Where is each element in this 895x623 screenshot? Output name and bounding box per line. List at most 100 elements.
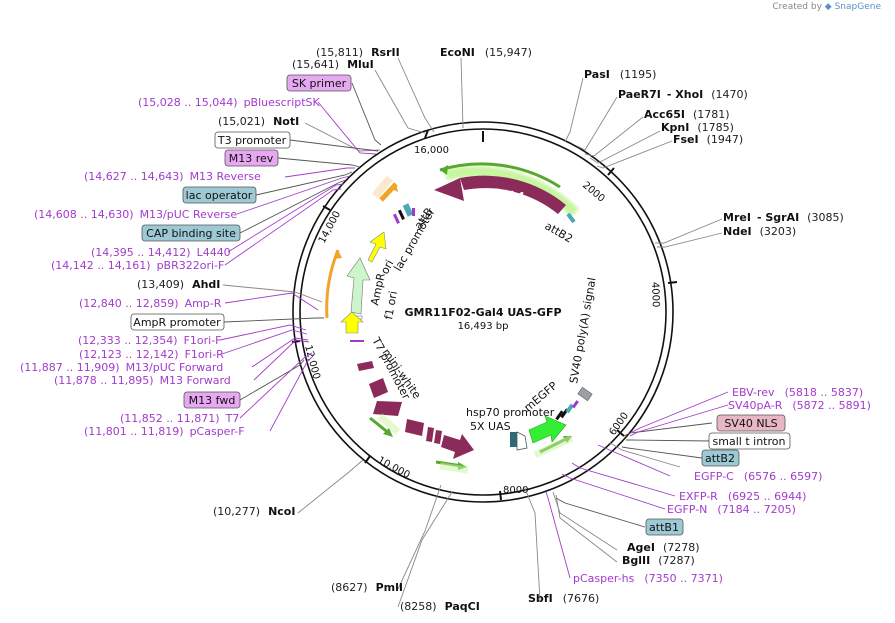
box-ampr-promoter-label: AmpR promoter [133, 316, 221, 329]
box-small-t-intron[interactable]: small t intron [708, 432, 791, 450]
box-t3-promoter[interactable]: T3 promoter [214, 131, 291, 149]
lac-glow [371, 175, 394, 199]
gal4-body [460, 175, 566, 214]
site-noti[interactable]: (15,021)NotI [218, 115, 299, 128]
primer-l4440[interactable]: (14,395 .. 14,412)L4440 [91, 246, 231, 259]
box-lac-operator-label: lac operator [186, 189, 253, 202]
lac-promoter-head [390, 184, 398, 192]
gal4-head [434, 178, 464, 201]
m13-fwd-marker [350, 340, 364, 342]
box-attb2-label: attB2 [705, 452, 735, 465]
box-cap-binding-site[interactable]: CAP binding site [141, 224, 241, 242]
site-rsrii[interactable]: (15,811)RsrII [316, 46, 400, 59]
plasmid-size: 16,493 bp [458, 321, 509, 332]
site-pasi[interactable]: PasI(1195) [584, 68, 656, 81]
megfp-arrow [528, 415, 567, 444]
sv40-markers [555, 386, 593, 421]
site-mrei-sgrai[interactable]: MreI- SgrAI(3085) [723, 211, 844, 224]
primer-egfp-n[interactable]: EGFP-N(7184 .. 7205) [667, 503, 796, 516]
box-lac-operator[interactable]: lac operator [182, 186, 257, 204]
primer-m13puc-forward[interactable]: (11,887 .. 11,909)M13/pUC Forward [20, 361, 223, 374]
box-sk-primer-label: SK primer [292, 77, 347, 90]
box-sk-primer[interactable]: SK primer [286, 74, 352, 92]
primer-ebv-rev[interactable]: EBV-rev(5818 .. 5837) [732, 386, 863, 399]
tick-label-12000: 12,000 [302, 344, 322, 381]
enzyme-leaders [222, 57, 723, 608]
box-m13-fwd[interactable]: M13 fwd [183, 391, 241, 409]
box-attb2[interactable]: attB2 [701, 449, 740, 467]
tick-label-16000: 16,000 [414, 145, 449, 156]
primer-m13-reverse[interactable]: (14,627 .. 14,643)M13 Reverse [84, 170, 261, 183]
site-paer7i-xhoi[interactable]: PaeR7I- XhoI(1470) [618, 88, 748, 101]
gal4-track-head [440, 165, 448, 175]
primer-pbr322ori-f[interactable]: (14,142 .. 14,161)pBR322ori-F [51, 259, 224, 272]
box-leaders [223, 82, 713, 528]
primer-pcasper-hs[interactable]: pCasper-hs(7350 .. 7371) [573, 572, 723, 585]
site-mlui[interactable]: (15,641)MluI [292, 58, 374, 71]
uas-marker [510, 432, 517, 447]
box-ampr-promoter[interactable]: AmpR promoter [130, 313, 225, 331]
orange-arc [325, 249, 340, 319]
tick-label-2000: 2000 [580, 180, 607, 205]
primer-m13puc-reverse[interactable]: (14,608 .. 14,630)M13/pUC Reverse [34, 208, 237, 221]
tick-16000 [424, 129, 429, 139]
tick-label-4000: 4000 [649, 282, 661, 308]
site-kpni[interactable]: KpnI(1785) [661, 121, 734, 134]
primer-m13-forward[interactable]: (11,878 .. 11,895)M13 Forward [54, 374, 231, 387]
tick-8000 [499, 490, 502, 501]
orange-arc-head [334, 250, 342, 259]
lac-region-markers [392, 209, 405, 224]
backbone-inner [299, 128, 667, 496]
primer-egfp-c[interactable]: EGFP-C(6576 .. 6597) [694, 470, 822, 483]
feature-ori-label: ori [378, 258, 396, 277]
box-t3-promoter-label: T3 promoter [217, 134, 287, 147]
site-fsei[interactable]: FseI(1947) [673, 133, 743, 146]
ori-arrow [367, 231, 387, 263]
credit-prefix: Created by [772, 2, 822, 12]
site-agei[interactable]: AgeI(7278) [627, 541, 700, 554]
ampr-arrow [346, 257, 371, 315]
box-sv40-nls[interactable]: SV40 NLS [716, 414, 786, 432]
feature-sv40-polya-label: SV40 poly(A) signal [567, 276, 598, 384]
feature-hsp70-label: hsp70 promoter [466, 406, 555, 419]
box-cap-binding-site-label: CAP binding site [146, 227, 236, 240]
plasmid-name: GMR11F02-Gal4 UAS-GFP [404, 306, 561, 319]
tick-label-8000: 8000 [503, 485, 528, 496]
primer-f1ori-r[interactable]: (12,123 .. 12,142)F1ori-R [79, 348, 224, 361]
primer-pbluescriptsk[interactable]: (15,028 .. 15,044)pBluescriptSK [138, 96, 321, 109]
site-paqci[interactable]: (8258)PaqCI [400, 600, 480, 613]
primer-amp-r[interactable]: (12,840 .. 12,859)Amp-R [79, 297, 222, 310]
primer-f1ori-f[interactable]: (12,333 .. 12,354)F1ori-F [78, 334, 222, 347]
credit-brand: SnapGene [834, 2, 881, 12]
snapgene-credit: Created by ◆ SnapGene [772, 2, 881, 12]
tick-label-10000: 10,000 [376, 455, 412, 481]
site-ncoi[interactable]: (10,277)NcoI [213, 505, 295, 518]
primer-exfp-r[interactable]: EXFP-R(6925 .. 6944) [679, 490, 806, 503]
tick-10000 [364, 455, 371, 464]
site-ndei[interactable]: NdeI(3203) [723, 225, 796, 238]
primer-sv40pa-r[interactable]: SV40pA-R(5872 .. 5891) [728, 399, 871, 412]
tick-2000 [607, 167, 615, 176]
backbone-outer [292, 121, 674, 503]
hsp70-arrow [516, 431, 528, 451]
site-sbfi[interactable]: SbfI(7676) [528, 592, 599, 605]
primer-pcasper-f[interactable]: (11,801 .. 11,819)pCasper-F [84, 425, 245, 438]
site-acc65i[interactable]: Acc65I(1781) [644, 108, 730, 121]
site-pmli[interactable]: (8627)PmlI [331, 581, 403, 594]
site-bglii[interactable]: BglII(7287) [622, 554, 695, 567]
megfp-track-glow [533, 434, 574, 459]
attb-primer-marker [412, 208, 415, 216]
site-ahdi[interactable]: (13,409)AhdI [137, 278, 220, 291]
primer-t7[interactable]: (11,852 .. 11,871)T7 [120, 412, 239, 425]
attb2-marker [566, 212, 576, 224]
feature-5x-uas-label: 5X UAS [470, 420, 511, 433]
f1-ori-arrow [340, 311, 364, 334]
box-m13-rev[interactable]: M13 rev [224, 149, 279, 167]
attb-marker [402, 203, 414, 217]
box-sv40-nls-label: SV40 NLS [724, 417, 777, 430]
site-econi[interactable]: EcoNI(15,947) [440, 46, 532, 59]
box-attb1[interactable]: attB1 [645, 518, 684, 536]
snapgene-logo-icon: ◆ [824, 2, 832, 12]
tick-12000 [291, 340, 301, 343]
